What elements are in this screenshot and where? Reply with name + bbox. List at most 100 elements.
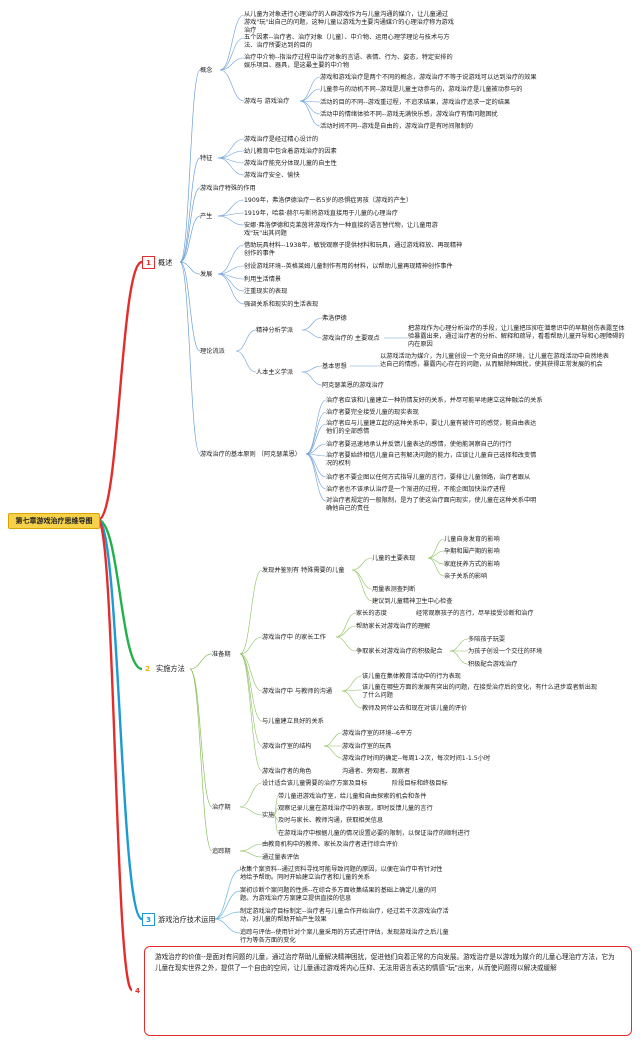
node-fazhan: 发展 <box>200 271 213 278</box>
link-b2-child-0 <box>189 653 213 670</box>
design-plan-text: 阶段目标和终极目标 <box>392 780 448 787</box>
link-shi-2 <box>323 745 343 759</box>
link-jiazhang-2 <box>335 636 357 652</box>
branch-2-label: 实施方法 <box>156 664 185 673</box>
link-wenti-0 <box>427 538 445 559</box>
node-humanism: 人本主义学派 <box>256 369 294 376</box>
node-basic-idea: 基本思想 <box>322 363 347 370</box>
link-b1-child-1 <box>179 157 201 263</box>
room-item-2: 游戏治疗室的玩具 <box>342 743 392 750</box>
link-gainian-3 <box>219 69 245 102</box>
link-b3-child-0 <box>213 869 241 920</box>
link-renben-0 <box>301 365 323 373</box>
link-shi-0 <box>323 732 343 747</box>
node-axline-therapy: 阿克瑟莱恩的游戏治疗 <box>322 382 384 389</box>
link-zhunbei-2 <box>239 653 263 692</box>
tezheng-item-2: 幼儿教育中包含着游戏治疗的因素 <box>244 148 337 155</box>
node-therapist-role: 游戏治疗者的角色 <box>262 768 312 775</box>
rel-item-2: 儿童参与的动机不同--游戏是儿童主动参与的，游戏治疗是儿童被动参与的 <box>320 86 523 93</box>
link-fazhan-0 <box>217 244 245 275</box>
link-yuanze-1 <box>305 411 327 455</box>
link-branch-3 <box>96 518 144 921</box>
cooperation-item-1: 多陪孩子玩耍 <box>468 636 506 643</box>
link-zhunbei-4 <box>239 653 263 747</box>
rel-item-4: 活动中的情绪体验不同--游戏无满快乐感，游戏治疗有情问题困扰 <box>320 111 498 118</box>
link-zhengqu-0 <box>449 638 469 652</box>
link-zhunbei-0 <box>239 569 263 655</box>
link-zhuizong-1 <box>239 850 263 858</box>
rel-item-5: 活动时间不同--游戏是自由的，游戏治疗是有时间限制的 <box>320 123 473 130</box>
impl-item-4: 在游戏治疗中根据儿童的情况设置必要的限制，以保证治疗的顺利进行 <box>278 830 470 837</box>
zhuizong-item-2: 通过量表评估 <box>262 854 300 861</box>
link-yuanze-3 <box>305 443 327 455</box>
branch-2-node: 2 实施方法 <box>142 663 185 676</box>
link-renben-1 <box>301 371 323 386</box>
link-zhunbei-3 <box>239 653 263 722</box>
node-zhiliao: 治疗期 <box>212 804 231 811</box>
yuanze-item-2: 治疗者要完全接受儿童的现实表现 <box>326 409 419 416</box>
yuanze-item-7: 治疗者也不该承认治疗是一个渐进的过程，不能企图加快治疗进程 <box>326 486 506 493</box>
node-relationship: 与儿童建立良好的关系 <box>262 718 324 725</box>
node-game-vs-therapy: 游戏与 游戏治疗 <box>244 98 290 105</box>
link-gainian-2 <box>219 57 245 71</box>
node-scale-test: 用量表测查判断 <box>372 586 416 593</box>
yuanze-item-3: 治疗者应与儿童建立起的这种关系中，要让儿童有被许可的感觉，能自由表达他们的全部感… <box>326 420 537 436</box>
node-zhunbei: 准备期 <box>212 651 231 658</box>
link-rel-3 <box>299 100 321 115</box>
wenti-item-3: 家庭抚养方式的影响 <box>444 561 500 568</box>
node-zhuizong: 追踪期 <box>212 848 231 855</box>
link-b1-child-3 <box>179 215 201 263</box>
link-yuanze-5 <box>305 453 327 478</box>
link-jingshen-0 <box>301 317 323 331</box>
impl-item-3: 及时与家长、教师沟通，获取相关信息 <box>278 817 384 824</box>
node-parent-understanding: 帮助家长对游戏治疗的理解 <box>356 623 431 630</box>
link-yuanze-7 <box>305 453 327 502</box>
link-zhiliao-0 <box>239 782 263 808</box>
node-psychoanalysis: 精神分析学派 <box>256 327 294 334</box>
link-lilun-0 <box>235 329 257 352</box>
node-parent-attitude: 家长的态度 <box>356 610 387 617</box>
link-tezheng-1 <box>217 150 245 159</box>
link-rel-1 <box>299 88 321 102</box>
room-item-3: 游戏治疗时间的确定--每周1-2次，每次时间1-1.5小时 <box>342 755 491 762</box>
link-branch-4 <box>96 518 134 992</box>
yuanze-item-1: 治疗者应该和儿童建立一种热情友好的关系，并尽可能早地建立这种融洽的关系 <box>326 397 543 404</box>
branch-1-number: 1 <box>142 256 155 269</box>
link-yuanze-4 <box>305 453 327 457</box>
branch-3-label: 游戏治疗技术运用 <box>158 915 216 924</box>
node-lilun: 理论流派 <box>200 348 225 355</box>
node-tezheng: 特征 <box>200 155 213 162</box>
link-yuanze-0 <box>305 399 327 455</box>
link-chansheng-0 <box>217 199 245 217</box>
node-design-plan: 设计适合该儿童需要的治疗方案及目标 <box>262 780 368 787</box>
link-jiazhang-0 <box>335 612 357 638</box>
link-rel-4 <box>299 100 321 127</box>
branch-2-number: 2 <box>144 664 150 673</box>
link-jiazhang-1 <box>335 625 357 638</box>
link-zhunbei-1 <box>239 636 263 655</box>
link-yuanze-6 <box>305 453 327 490</box>
impl-item-2: 观察记录儿童在游戏治疗中的表现，即时反馈儿童的言行 <box>278 805 433 812</box>
node-parent-cooperation: 争取家长对游戏治疗的积极配合 <box>356 648 443 655</box>
link-fazhan-4 <box>217 273 245 305</box>
rel-item-1: 游戏和游戏治疗是两个不同的概念，游戏治疗不等于说游戏可以达到治疗的效果 <box>320 74 537 81</box>
teacher-item-2: 该儿童在哪些方面的发展有突出的问题，在接受治疗后的变化，有什么进步或者新出现了什… <box>362 684 598 700</box>
link-b1-child-4 <box>179 261 201 275</box>
link-jiaoshi-1 <box>341 689 363 692</box>
link-chansheng-2 <box>217 215 245 226</box>
node-yuanze: 游戏治疗的基本原则 （阿克瑟莱恩） <box>200 451 301 458</box>
link-b3-child-3 <box>213 918 241 934</box>
node-implementation: 实施 <box>262 812 275 819</box>
link-chansheng-1 <box>217 212 245 217</box>
node-definition: 从儿童为对象进行心理治疗的人群游戏作为与儿童沟通的媒介，让儿童通过游戏"玩"出自… <box>244 11 454 35</box>
zhuizong-item-1: 由教育机构中的教师、家长及治疗者进行综合评价 <box>262 841 399 848</box>
link-lilun-1 <box>235 350 257 373</box>
link-fazhan-1 <box>217 265 245 275</box>
node-jiaoshi: 游戏治疗中 与教师的沟通 <box>262 688 333 695</box>
node-main-performance: 儿童的主要表现 <box>372 555 416 562</box>
branch-4-number: 4 <box>134 986 140 995</box>
tech-item-2: 案初诊断个案问题的性质--在综合多方面收集结果的基础上确定儿童的问题。为游戏治疗… <box>240 887 437 903</box>
link-wenti-3 <box>427 557 445 577</box>
